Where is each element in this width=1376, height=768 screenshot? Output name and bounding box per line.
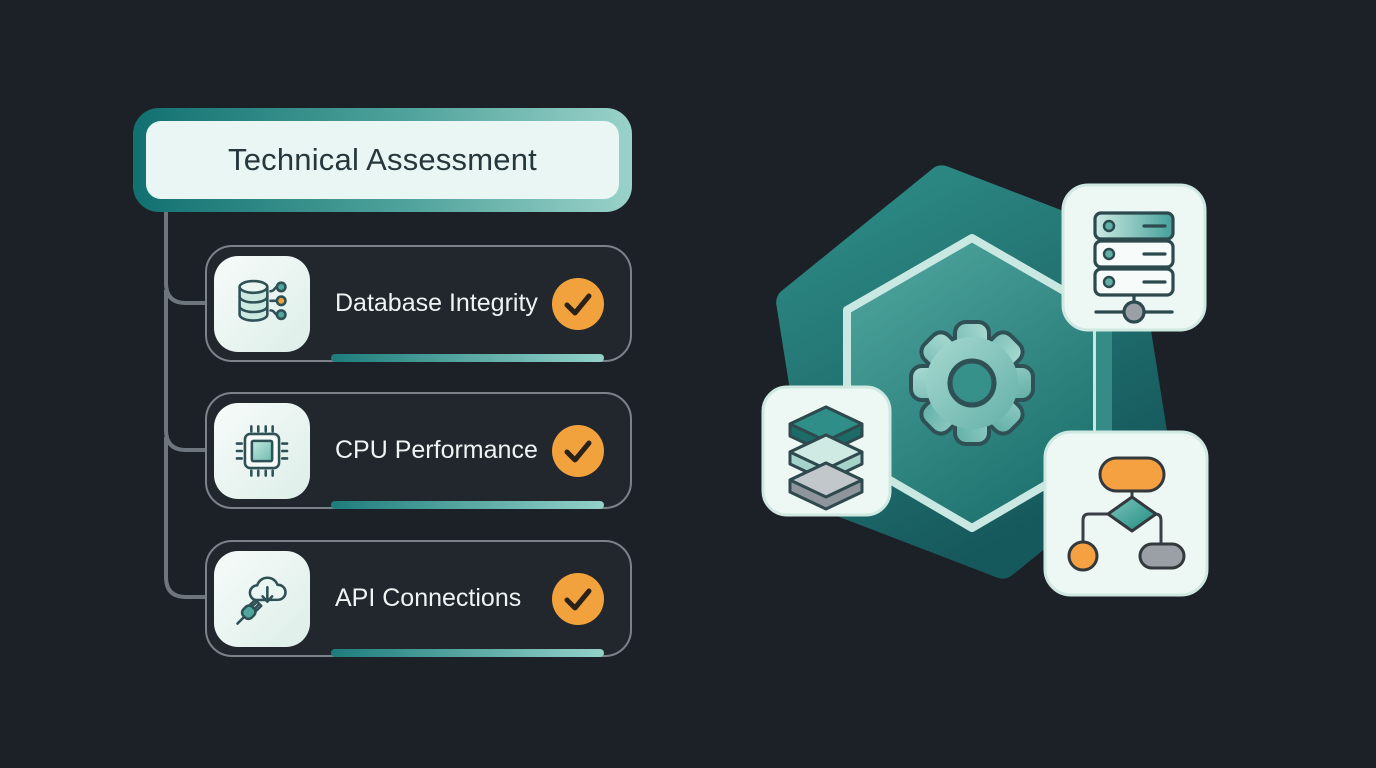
page-title: Technical Assessment (228, 142, 537, 177)
flowchart-icon (1067, 456, 1186, 572)
title-card: Technical Assessment (133, 108, 632, 212)
gear-icon (909, 320, 1035, 446)
icon-tile (214, 550, 310, 647)
layers-card (761, 385, 892, 517)
icon-tile (214, 255, 310, 352)
connector-bar (1096, 318, 1112, 444)
progress-bar (331, 501, 604, 509)
checklist-item-database-integrity[interactable]: Database Integrity (205, 245, 632, 362)
cpu-icon (235, 424, 289, 477)
server-card (1061, 183, 1207, 332)
check-icon (552, 572, 604, 625)
system-illustration (761, 165, 1209, 597)
item-label: Database Integrity (335, 289, 538, 317)
cloud-plug-icon (236, 575, 287, 625)
progress-bar (331, 354, 604, 362)
title-card-inner: Technical Assessment (146, 121, 619, 199)
checklist-item-api-connections[interactable]: API Connections (205, 540, 632, 657)
database-icon (238, 279, 287, 322)
icon-tile (214, 402, 310, 499)
server-icon (1093, 211, 1175, 324)
item-label: CPU Performance (335, 436, 538, 464)
check-icon (552, 277, 604, 330)
checklist-item-cpu-performance[interactable]: CPU Performance (205, 392, 632, 509)
layers-icon (788, 405, 864, 511)
progress-bar (331, 649, 604, 657)
check-icon (552, 424, 604, 477)
flowchart-card (1043, 430, 1209, 597)
item-label: API Connections (335, 584, 522, 612)
